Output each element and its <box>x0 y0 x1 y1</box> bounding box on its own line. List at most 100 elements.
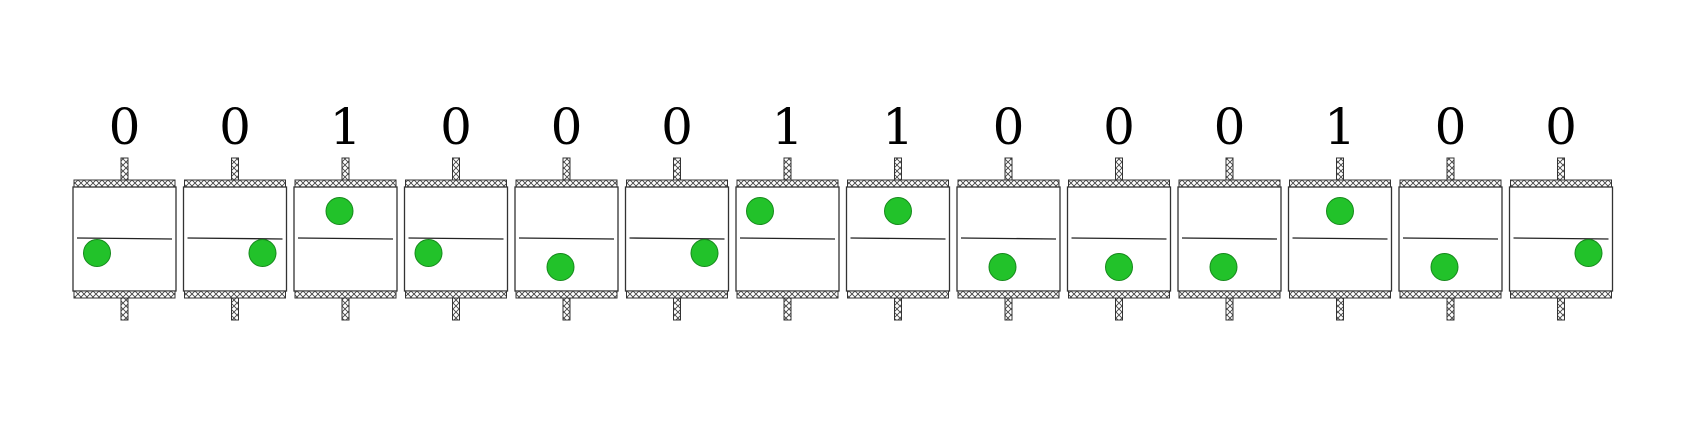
bottom-stem <box>1336 297 1344 321</box>
bit-label: 1 <box>772 98 804 156</box>
top-plate <box>1289 179 1391 188</box>
bit-label: 0 <box>109 98 141 156</box>
divider-line <box>850 237 946 240</box>
top-plate <box>1510 179 1612 188</box>
bottom-stem <box>1115 297 1123 321</box>
divider-line <box>739 237 836 240</box>
bottom-stem <box>341 297 350 321</box>
divider-line <box>1513 237 1609 240</box>
bottom-plate <box>405 290 507 299</box>
top-stem <box>1336 157 1344 181</box>
bottom-stem <box>1225 297 1234 321</box>
divider-line <box>76 237 173 240</box>
bit-cell: 0 <box>1066 98 1172 321</box>
top-plate <box>184 179 286 188</box>
bottom-plate <box>73 290 176 299</box>
top-stem <box>1225 157 1234 181</box>
divider-line <box>1071 237 1167 240</box>
bit-cell: 0 <box>182 98 288 321</box>
bottom-plate <box>626 290 728 299</box>
ball <box>325 197 354 225</box>
divider-line <box>1292 237 1388 240</box>
top-stem <box>1557 157 1565 181</box>
ball <box>746 197 774 225</box>
bottom-stem <box>1004 297 1013 321</box>
bit-label: 1 <box>882 98 914 156</box>
bit-cell: 0 <box>72 98 177 321</box>
bottom-plate <box>847 290 949 299</box>
top-plate <box>405 179 507 188</box>
bottom-plate <box>1399 290 1502 299</box>
ball <box>1574 239 1603 267</box>
bit-label: 0 <box>219 98 251 156</box>
bottom-plate <box>1510 290 1612 299</box>
bit-label: 0 <box>661 98 693 156</box>
bottom-stem <box>894 297 902 321</box>
top-plate <box>1399 179 1502 188</box>
bottom-stem <box>1557 297 1565 321</box>
top-plate <box>847 179 949 188</box>
bit-cell: 0 <box>956 98 1061 321</box>
divider-line <box>187 237 283 240</box>
divider-line <box>297 237 394 240</box>
top-plate <box>626 179 728 188</box>
bit-cell: 1 <box>735 98 840 321</box>
ball <box>248 239 277 267</box>
divider-line <box>408 237 504 240</box>
ball <box>546 253 575 281</box>
top-plate <box>294 179 397 188</box>
bottom-plate <box>515 290 618 299</box>
bit-cell: 0 <box>1177 98 1282 321</box>
top-plate <box>736 179 839 188</box>
divider-line <box>518 237 615 240</box>
bottom-plate <box>736 290 839 299</box>
bit-cell: 0 <box>1508 98 1614 321</box>
top-stem <box>562 157 571 181</box>
bit-label: 0 <box>440 98 472 156</box>
top-plate <box>957 179 1060 188</box>
divider-line <box>960 237 1057 240</box>
bit-cell: 1 <box>845 98 951 321</box>
bottom-plate <box>1289 290 1391 299</box>
top-stem <box>894 157 902 181</box>
top-stem <box>231 157 239 181</box>
top-stem <box>452 157 460 181</box>
divider-line <box>1402 237 1499 240</box>
ball <box>1105 253 1133 281</box>
ball <box>1430 253 1459 281</box>
ball <box>83 239 111 267</box>
ball <box>1326 197 1354 225</box>
divider-line <box>629 237 725 240</box>
bit-cell: 0 <box>1398 98 1503 321</box>
bottom-plate <box>1068 290 1170 299</box>
top-stem <box>1115 157 1123 181</box>
top-stem <box>120 157 129 181</box>
top-stem <box>673 157 681 181</box>
top-stem <box>1004 157 1013 181</box>
bottom-stem <box>673 297 681 321</box>
bit-cell: 1 <box>293 98 398 321</box>
bit-label: 0 <box>551 98 583 156</box>
ball <box>690 239 719 267</box>
ball <box>1209 253 1238 281</box>
ball <box>988 253 1017 281</box>
top-plate <box>1068 179 1170 188</box>
top-plate <box>515 179 618 188</box>
bit-label: 0 <box>1214 98 1246 156</box>
bottom-stem <box>120 297 129 321</box>
bottom-stem <box>452 297 460 321</box>
ball <box>414 239 443 267</box>
bottom-plate <box>1178 290 1281 299</box>
top-plate <box>1178 179 1281 188</box>
ball <box>884 197 912 225</box>
bit-cell: 0 <box>624 98 730 321</box>
top-stem <box>1446 157 1455 181</box>
bottom-stem <box>1446 297 1455 321</box>
bottom-stem <box>783 297 792 321</box>
bottom-stem <box>231 297 239 321</box>
top-stem <box>783 157 792 181</box>
bit-label: 0 <box>993 98 1025 156</box>
divider-line <box>1181 237 1278 240</box>
